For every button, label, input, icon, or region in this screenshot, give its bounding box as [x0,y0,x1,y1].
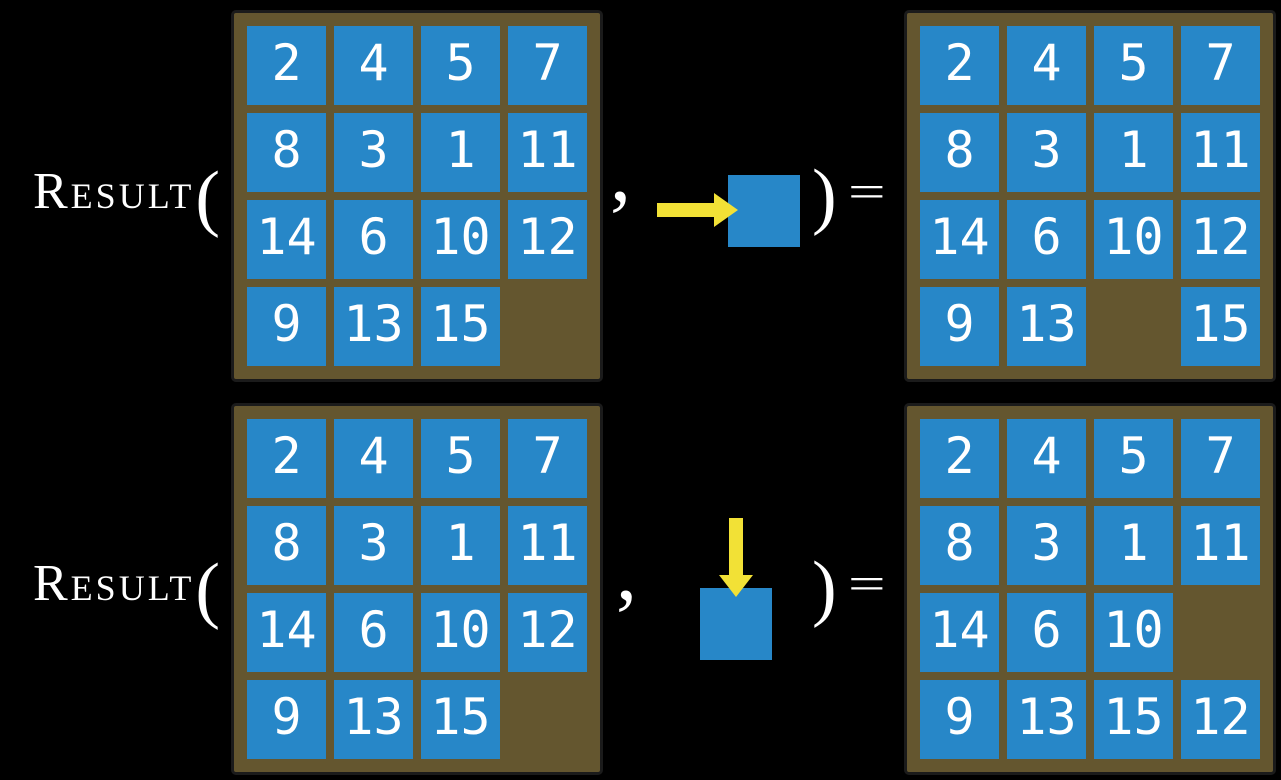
result-function-label: Result( [33,553,220,627]
tile-9: 9 [247,287,326,366]
tile-1: 1 [421,113,500,192]
tile-12: 12 [1181,200,1260,279]
tile-7: 7 [1181,26,1260,105]
tile-5: 5 [421,26,500,105]
tile-14: 14 [920,593,999,672]
tile-15: 15 [1181,287,1260,366]
action-tile [728,175,800,247]
empty-cell [508,680,587,759]
tile-11: 11 [508,506,587,585]
function-name: Result [33,555,195,612]
result-function-label: Result( [33,161,220,235]
tile-1: 1 [1094,506,1173,585]
tile-10: 10 [1094,593,1173,672]
tile-3: 3 [334,506,413,585]
tile-9: 9 [920,287,999,366]
tile-12: 12 [508,200,587,279]
tile-4: 4 [334,26,413,105]
tile-5: 5 [1094,26,1173,105]
tile-4: 4 [334,419,413,498]
tile-15: 15 [421,680,500,759]
tile-15: 15 [421,287,500,366]
tile-2: 2 [920,26,999,105]
tile-11: 11 [1181,113,1260,192]
tile-8: 8 [920,506,999,585]
tile-4: 4 [1007,26,1086,105]
tile-10: 10 [1094,200,1173,279]
tile-11: 11 [508,113,587,192]
open-paren: ( [195,549,221,631]
tile-2: 2 [920,419,999,498]
tile-6: 6 [334,200,413,279]
tile-5: 5 [421,419,500,498]
tile-5: 5 [1094,419,1173,498]
tile-13: 13 [1007,287,1086,366]
tile-11: 11 [1181,506,1260,585]
action-tile [700,588,772,660]
arrow-right-icon [657,193,738,227]
tile-14: 14 [920,200,999,279]
tile-3: 3 [1007,506,1086,585]
tile-14: 14 [247,200,326,279]
open-paren: ( [195,157,221,239]
tile-8: 8 [247,506,326,585]
tile-13: 13 [1007,680,1086,759]
empty-cell [508,287,587,366]
tile-6: 6 [1007,200,1086,279]
tile-15: 15 [1094,680,1173,759]
tile-8: 8 [247,113,326,192]
equals-sign: = [848,558,886,609]
tile-12: 12 [508,593,587,672]
tile-8: 8 [920,113,999,192]
comma-separator: , [616,525,637,618]
tile-1: 1 [421,506,500,585]
empty-cell [1094,287,1173,366]
tile-1: 1 [1094,113,1173,192]
tile-9: 9 [247,680,326,759]
close-paren: ) [812,155,837,237]
tile-4: 4 [1007,419,1086,498]
empty-cell [1181,593,1260,672]
comma-separator: , [610,126,631,219]
tile-3: 3 [334,113,413,192]
tile-6: 6 [334,593,413,672]
tile-2: 2 [247,26,326,105]
tile-7: 7 [508,419,587,498]
tile-7: 7 [1181,419,1260,498]
close-paren: ) [812,547,837,629]
tile-9: 9 [920,680,999,759]
tile-13: 13 [334,287,413,366]
tile-3: 3 [1007,113,1086,192]
tile-10: 10 [421,593,500,672]
arrow-down-icon [719,518,753,597]
tile-13: 13 [334,680,413,759]
equals-sign: = [848,166,886,217]
function-name: Result [33,163,195,220]
tile-7: 7 [508,26,587,105]
tile-12: 12 [1181,680,1260,759]
tile-2: 2 [247,419,326,498]
tile-14: 14 [247,593,326,672]
tile-10: 10 [421,200,500,279]
tile-6: 6 [1007,593,1086,672]
